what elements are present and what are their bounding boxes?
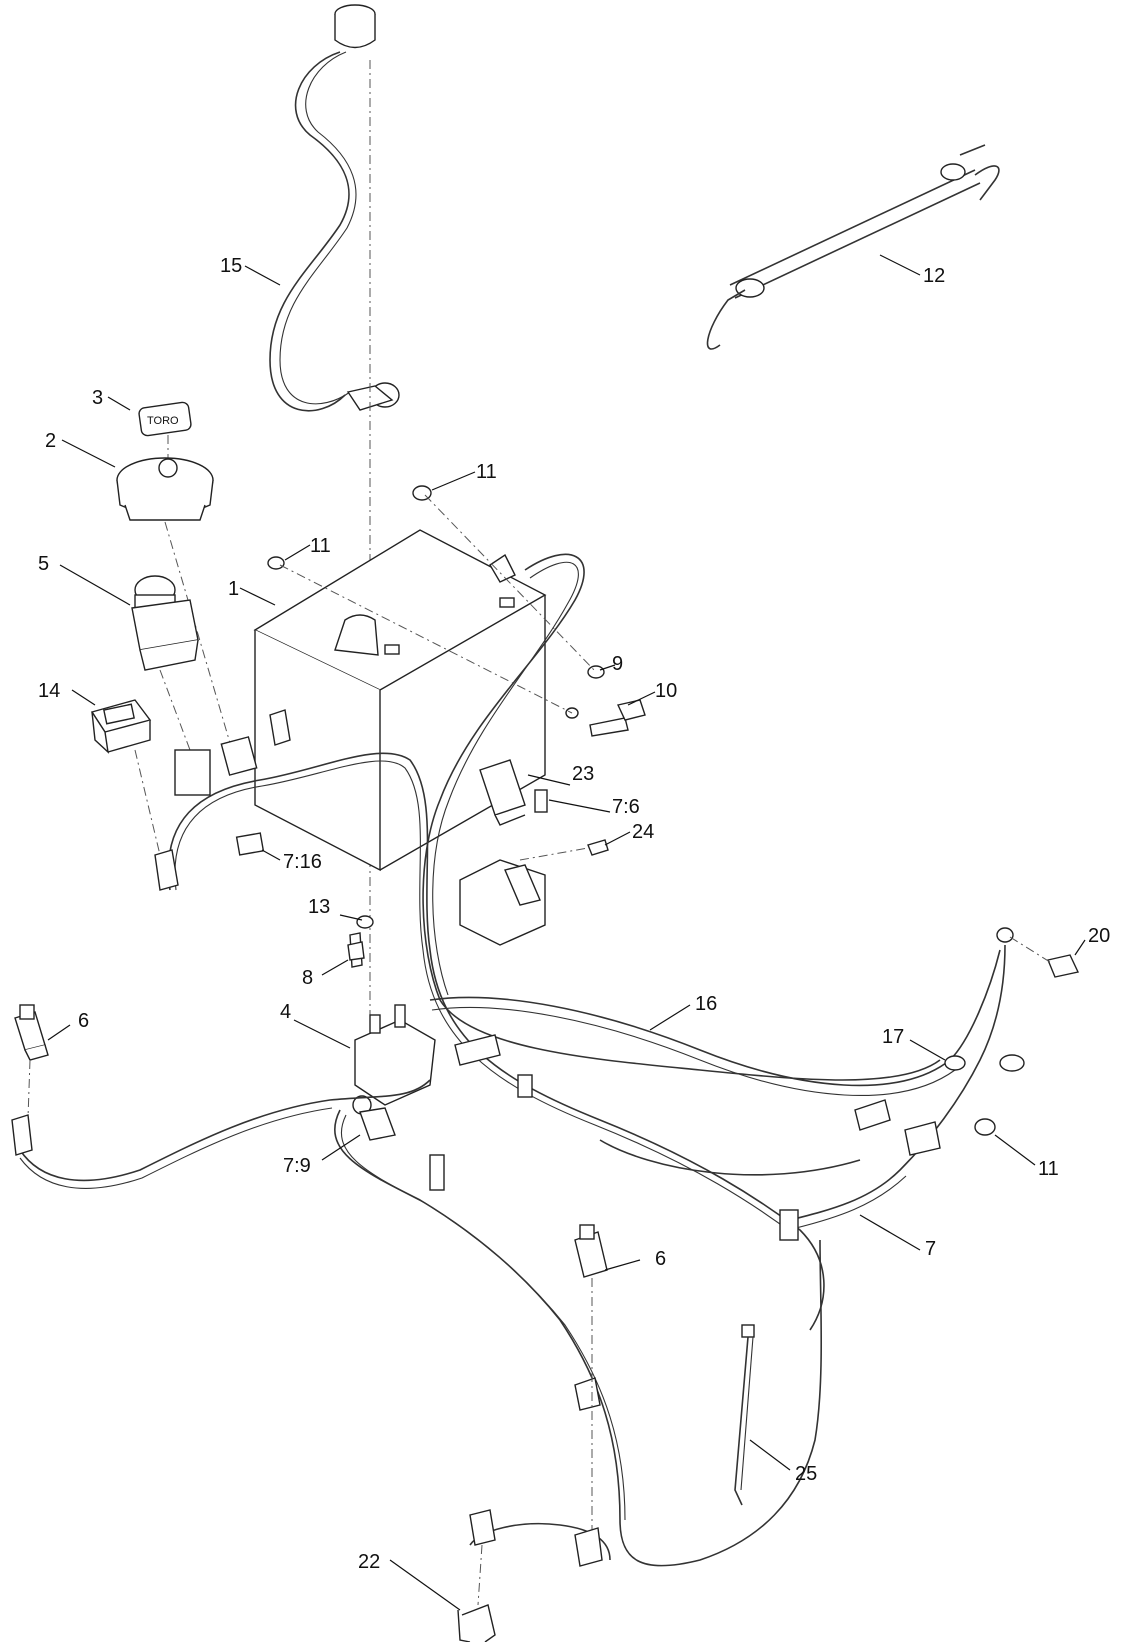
- callout-24: 24: [632, 821, 654, 843]
- battery-cable-15: [269, 4, 400, 412]
- fuse-block: [459, 859, 546, 946]
- cable-tie-25: [734, 1324, 755, 1506]
- callout-7-9: 7:9: [283, 1155, 311, 1177]
- callout-8: 8: [302, 967, 313, 989]
- screw-24: [587, 839, 609, 856]
- callout-5: 5: [38, 553, 49, 575]
- callout-7-6: 7:6: [612, 796, 640, 818]
- bolt-20: [1047, 954, 1080, 978]
- hour-meter-14: [90, 699, 152, 754]
- callout-6-bottom: 6: [655, 1248, 666, 1270]
- ignition-key-3: TORO: [138, 401, 192, 460]
- callout-6-left: 6: [78, 1010, 89, 1032]
- pto-switch-5: [131, 575, 199, 671]
- bracket-22: [457, 1509, 496, 1642]
- fuse-7-6: [534, 789, 548, 813]
- relay-23: [479, 759, 526, 826]
- callout-1: 1: [228, 578, 239, 600]
- harness-connectors: [154, 709, 941, 1411]
- battery-1: [253, 529, 547, 872]
- switch-6-left: [14, 1004, 49, 1061]
- callout-4: 4: [280, 1001, 291, 1023]
- callout-11-top: 11: [310, 535, 331, 557]
- callouts: 15 3 2 5 14 1 11 11 9 10 12 23 7:6 24 7:…: [38, 255, 1110, 1573]
- callout-7: 7: [925, 1238, 936, 1260]
- callout-11-upper: 11: [476, 461, 497, 483]
- callout-12: 12: [923, 265, 945, 287]
- bolt-8: [347, 941, 365, 961]
- switch-6-bottom: [574, 1224, 608, 1278]
- callout-15: 15: [220, 255, 242, 277]
- callout-13: 13: [308, 896, 330, 918]
- callout-3: 3: [92, 387, 103, 409]
- callout-2: 2: [45, 430, 56, 452]
- callout-16: 16: [695, 993, 717, 1015]
- callout-17: 17: [882, 1026, 904, 1048]
- callout-14: 14: [38, 680, 60, 702]
- callout-25: 25: [795, 1463, 817, 1485]
- callout-23: 23: [572, 763, 594, 785]
- callout-9: 9: [612, 653, 623, 675]
- callout-22: 22: [358, 1551, 380, 1573]
- callout-10: 10: [655, 680, 677, 702]
- rod-12: [706, 144, 1000, 350]
- callout-20: 20: [1088, 925, 1110, 947]
- key-label: TORO: [147, 415, 179, 427]
- callout-7-16: 7:16: [283, 851, 322, 873]
- leader-lines: [47, 254, 1086, 1611]
- ignition-switch-2: [116, 457, 214, 521]
- callout-11-right: 11: [1038, 1158, 1059, 1180]
